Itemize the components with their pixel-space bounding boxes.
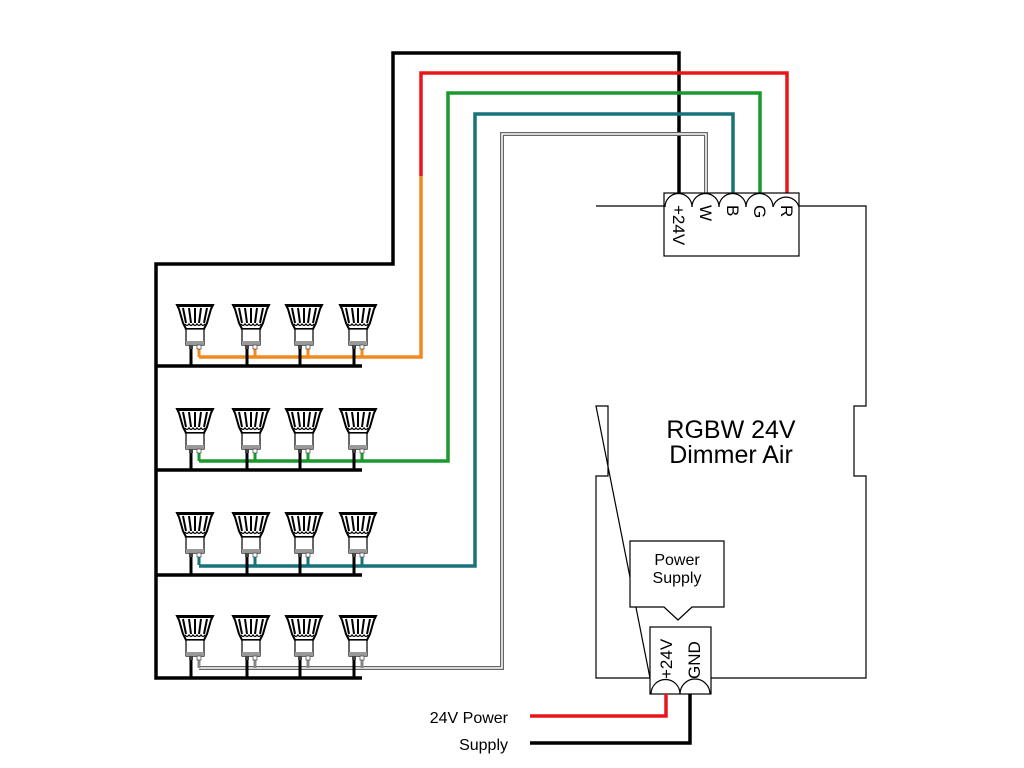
gu10-lamp-icon <box>232 614 270 661</box>
lamp-array <box>176 303 377 677</box>
callout-line1: Power <box>654 552 700 569</box>
input-terminal-gnd: GND <box>685 641 704 679</box>
common-positive-wire <box>154 51 681 680</box>
red-channel-wire <box>419 71 789 193</box>
lamp-row-r <box>176 303 377 366</box>
gu10-lamp-icon <box>285 303 323 350</box>
gu10-lamp-icon <box>285 407 323 454</box>
gu10-lamp-icon <box>285 511 323 558</box>
red-channel-lamp-wire <box>199 176 423 359</box>
power-input-label-line1: 24V Power <box>430 710 509 727</box>
power-input-label-line2: Supply <box>459 737 508 754</box>
white-channel-wire <box>199 132 708 670</box>
blue-channel-wire <box>199 112 735 568</box>
gu10-lamp-icon <box>339 614 377 661</box>
output-terminal-block: +24V W B G R <box>663 192 800 257</box>
callout-line2: Supply <box>653 570 702 587</box>
gu10-lamp-icon <box>285 614 323 661</box>
gu10-lamp-icon <box>339 303 377 350</box>
power-supply-callout: Power Supply <box>629 540 725 621</box>
green-channel-wire <box>199 91 762 463</box>
terminal-label-w: W <box>696 205 715 221</box>
dimmer-title-line1: RGBW 24V <box>666 416 796 444</box>
terminal-label-g: G <box>750 205 769 218</box>
dimmer-title-line2: Dimmer Air <box>669 441 793 469</box>
terminal-label-b: B <box>723 205 742 216</box>
gu10-lamp-icon <box>232 407 270 454</box>
gu10-lamp-icon <box>339 511 377 558</box>
gu10-lamp-icon <box>232 511 270 558</box>
gu10-lamp-icon <box>176 511 214 558</box>
terminal-label-24v: +24V <box>669 205 688 246</box>
lamp-row-w <box>176 614 377 677</box>
power-positive-wire <box>530 694 668 718</box>
gu10-lamp-icon <box>232 303 270 350</box>
gu10-lamp-icon <box>176 614 214 661</box>
dimmer-body <box>595 205 867 679</box>
gu10-lamp-icon <box>339 407 377 454</box>
terminal-label-r: R <box>777 205 796 217</box>
input-terminal-24v: +24V <box>657 638 676 679</box>
gu10-lamp-icon <box>176 303 214 350</box>
gu10-lamp-icon <box>176 407 214 454</box>
lamp-row-g <box>176 407 377 470</box>
lamp-row-b <box>176 511 377 574</box>
power-ground-wire <box>530 694 692 745</box>
input-terminal-block: +24V GND <box>649 626 712 695</box>
